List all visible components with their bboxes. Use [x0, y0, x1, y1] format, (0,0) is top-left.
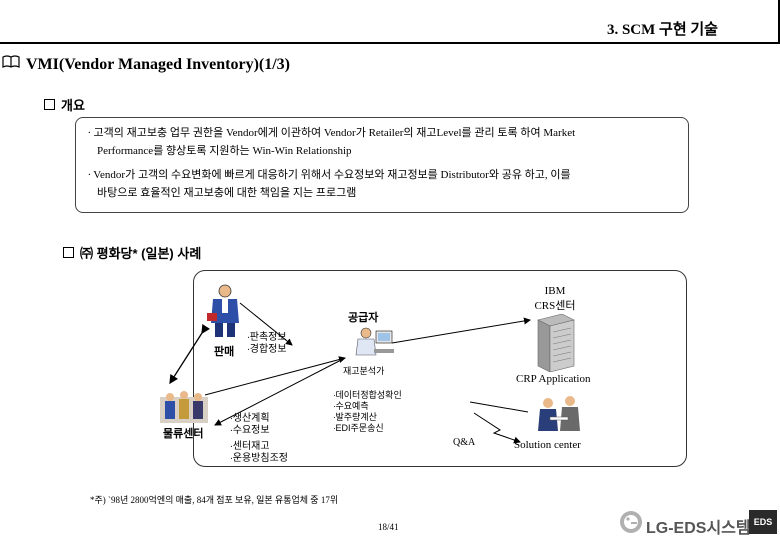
book-icon [2, 55, 20, 74]
plan-info-2: ∙수요정보 [230, 425, 270, 436]
server-icon [532, 313, 580, 377]
salesperson-icon [203, 283, 247, 344]
analyst-info-2: ∙수요예측 [333, 401, 369, 411]
overview-bullet-2-line-2: 바탕으로 효율적인 재고보충에 대한 책임을 지는 프로그램 [97, 187, 357, 199]
analyst-label: 재고분석가 [343, 366, 385, 376]
qa-label: Q&A [453, 437, 476, 448]
ibm-label-line-1: IBM [544, 285, 566, 297]
crp-label: CRP Application [516, 373, 591, 385]
slide-title: VMI(Vendor Managed Inventory)(1/3) [2, 55, 290, 74]
center-info-2: ∙운용방침조정 [230, 453, 288, 464]
header-edge [778, 0, 780, 44]
plan-info-1: ∙생산계획 [230, 413, 270, 424]
logistics-label: 물류센터 [163, 428, 204, 440]
overview-box [75, 117, 689, 213]
lightning-arrow [473, 412, 521, 444]
checkbox-bullet-icon [44, 99, 55, 110]
case-heading-text: ㈜ 평화당* (일본) 사례 [80, 246, 202, 261]
case-heading: ㈜ 평화당* (일본) 사례 [63, 243, 201, 262]
solution-staff-icon [534, 393, 584, 438]
logistics-staff-icon [160, 383, 208, 428]
header-divider [0, 42, 780, 44]
center-info-1: ∙센터재고 [230, 441, 270, 452]
checkbox-bullet-icon [63, 247, 74, 258]
analyst-logistics-arrow [214, 357, 346, 426]
eds-badge: EDS [749, 510, 777, 534]
analyst-icon [352, 325, 396, 364]
overview-bullet-1-line-1: ∙ 고객의 재고보충 업무 권한을 Vendor에게 이관하여 Vendor가 … [88, 127, 576, 139]
overview-bullet-1-line-2: Performance를 향상토록 지원하는 Win-Win Relations… [97, 145, 352, 157]
logistics-analyst-arrow [204, 356, 346, 396]
qa-line [469, 401, 529, 413]
slide-title-text: VMI(Vendor Managed Inventory)(1/3) [26, 55, 290, 73]
ibm-label-line-2: CRS센터 [534, 300, 576, 312]
analyst-info-3: ∙발주량계산 [333, 412, 377, 422]
sales-label: 판매 [214, 346, 235, 358]
section-title: 3. SCM 구현 기술 [606, 22, 718, 38]
sales-info-2: ∙경합정보 [247, 344, 287, 355]
sales-info-1: ∙판촉정보 [247, 332, 287, 343]
sales-logistics-arrow [169, 323, 211, 385]
overview-bullet-2-line-1: ∙ Vendor가 고객의 수요변화에 빠르게 대응하기 위해서 수요정보와 재… [88, 169, 571, 181]
analyst-info-4: ∙EDI주문송신 [333, 423, 384, 433]
company-logo-text: LG-EDS시스템 [646, 520, 751, 537]
page-number: 18/41 [378, 522, 399, 532]
analyst-ibm-arrow [391, 317, 531, 344]
footnote: *주) `98년 2800억엔의 매출, 84개 점포 보유, 일본 유통업체 … [90, 495, 339, 505]
lg-logo-icon [619, 510, 643, 539]
solution-center-label: Solution center [514, 439, 581, 451]
sales-analyst-arrow [239, 302, 293, 346]
ibm-label: IBM CRS센터 [519, 285, 591, 313]
overview-heading: 개요 [44, 95, 85, 114]
supplier-label: 공급자 [348, 312, 379, 324]
analyst-info-1: ∙데이터정합성확인 [333, 390, 402, 400]
overview-heading-text: 개요 [61, 98, 85, 113]
